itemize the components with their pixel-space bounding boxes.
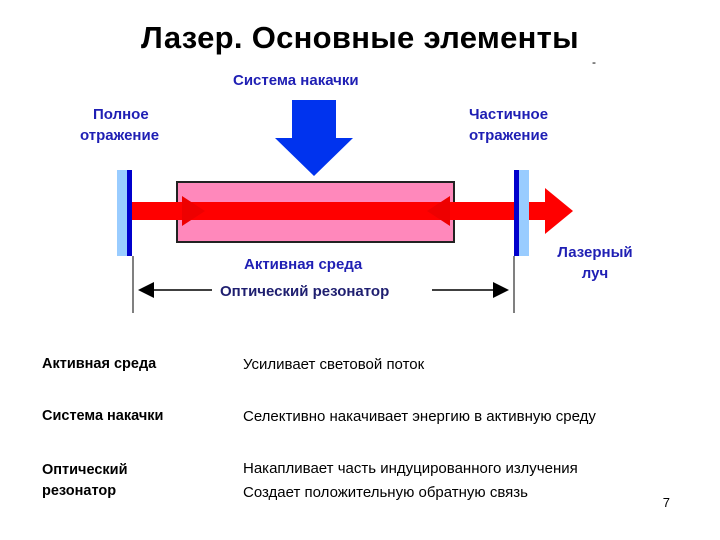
- resonator-arrow-right: [493, 282, 509, 298]
- term-active-medium: Активная среда: [42, 356, 157, 372]
- full-reflection-label: Полное отражение: [80, 104, 180, 146]
- resonator-label: Оптический резонатор: [220, 283, 390, 300]
- internal-arrow-left: [427, 196, 450, 226]
- corner-mark: -: [592, 55, 596, 69]
- resonator-arrow-left: [138, 282, 154, 298]
- page-number: 7: [662, 495, 670, 510]
- slide-title: Лазер. Основные элементы: [141, 20, 579, 55]
- partial-mirror-light: [519, 170, 529, 256]
- full-mirror-dark: [127, 170, 132, 256]
- full-mirror-light: [117, 170, 127, 256]
- partial-reflection-line2: отражение: [469, 127, 549, 144]
- pump-label: Система накачки: [233, 72, 359, 89]
- term-resonator-line1: Оптический: [42, 462, 128, 478]
- laser-diagram: [117, 100, 573, 313]
- desc-active-medium: Усиливает световой поток: [243, 356, 425, 373]
- desc-resonator-line1: Накапливает часть индуцированного излуче…: [243, 460, 578, 477]
- partial-reflection-label: Частичное отражение: [469, 104, 579, 146]
- desc-pump-system: Селективно накачивает энергию в активную…: [243, 408, 596, 425]
- term-pump-system: Система накачки: [42, 408, 164, 424]
- desc-resonator: Накапливает часть индуцированного излуче…: [243, 457, 578, 505]
- internal-arrow-right: [182, 196, 205, 226]
- laser-beam-line2: луч: [581, 265, 609, 282]
- term-resonator: Оптический резонатор: [42, 460, 128, 502]
- beam-arrowhead: [545, 188, 573, 234]
- partial-mirror-dark: [514, 170, 519, 256]
- partial-reflection-line1: Частичное: [469, 106, 549, 123]
- active-medium-label: Активная среда: [244, 256, 363, 273]
- full-reflection-line2: отражение: [80, 127, 160, 144]
- term-resonator-line2: резонатор: [42, 483, 117, 499]
- desc-resonator-line2: Создает положительную обратную связь: [243, 484, 528, 501]
- full-reflection-line1: Полное: [93, 106, 149, 123]
- laser-beam-line1: Лазерный: [557, 244, 633, 261]
- laser-beam-label: Лазерный луч: [540, 242, 650, 284]
- pump-arrow: [275, 100, 353, 176]
